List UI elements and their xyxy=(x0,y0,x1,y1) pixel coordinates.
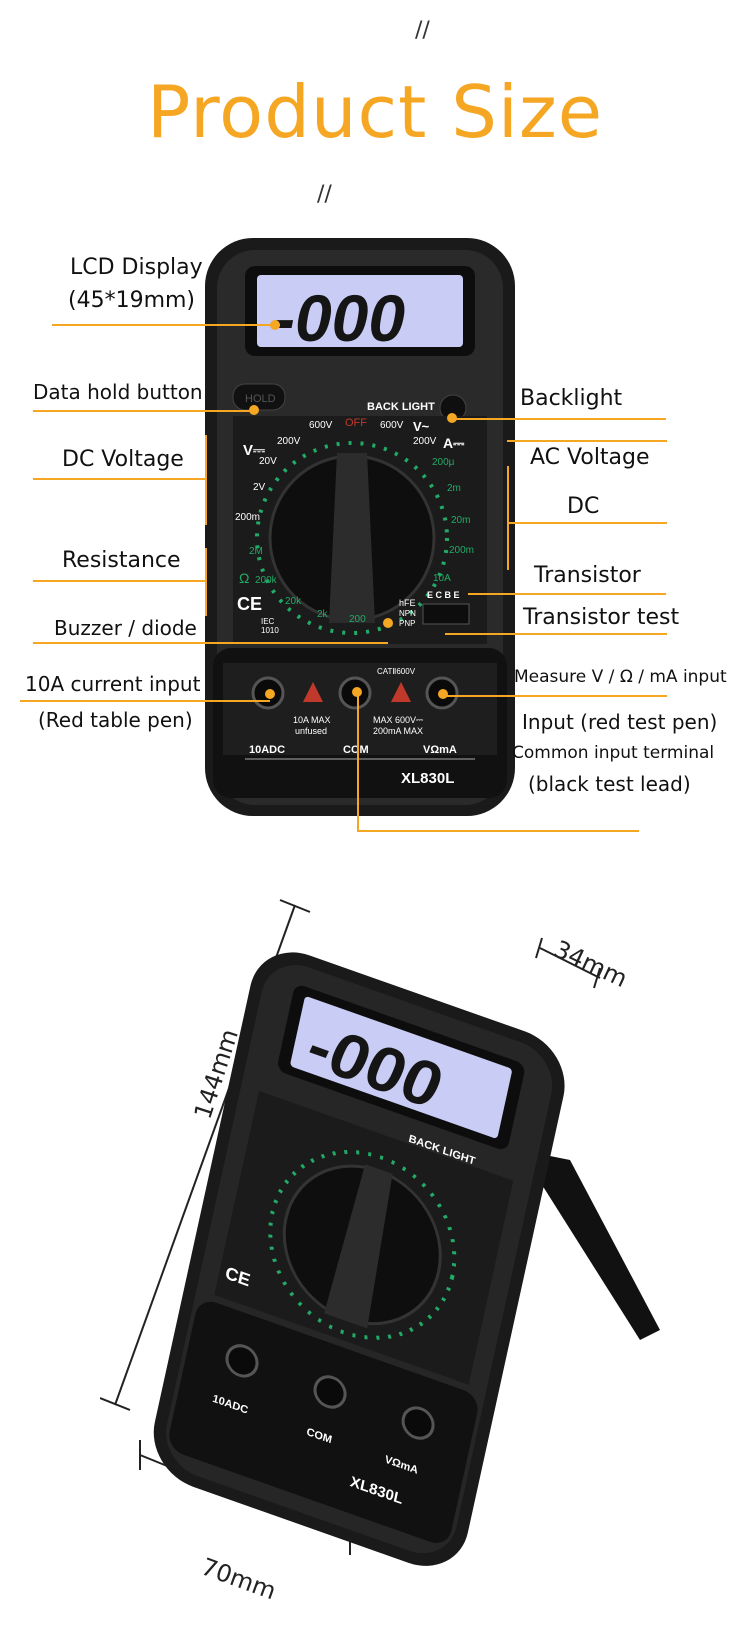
label-ac-voltage: AC Voltage xyxy=(530,445,650,470)
svg-text:MAX 600V⎓: MAX 600V⎓ xyxy=(373,715,423,725)
hold-button xyxy=(232,383,286,411)
label-buzzer: Buzzer / diode xyxy=(54,616,197,640)
svg-text:10A MAX: 10A MAX xyxy=(293,715,331,725)
svg-text:Ω: Ω xyxy=(239,570,249,586)
leader-line xyxy=(20,700,270,702)
leader-line xyxy=(357,692,359,830)
svg-text:200mA MAX: 200mA MAX xyxy=(373,726,423,736)
multimeter-front-image: -000 HOLD BACK LIGHT OFF V⎓ V~ A⎓ 600V 2… xyxy=(205,238,515,816)
leader-line xyxy=(445,633,667,635)
leader-line xyxy=(468,593,666,595)
leader-line xyxy=(52,324,280,326)
svg-text:CE: CE xyxy=(237,594,262,614)
svg-text:OFF: OFF xyxy=(345,417,367,429)
svg-text:A⎓: A⎓ xyxy=(443,435,465,451)
svg-text:E C B E: E C B E xyxy=(427,590,460,600)
leader-dot xyxy=(352,687,362,697)
svg-text:COM: COM xyxy=(343,744,369,756)
label-backlight: Backlight xyxy=(520,386,623,411)
leader-dot xyxy=(383,618,393,628)
leader-dot xyxy=(447,413,457,423)
svg-text:PNP: PNP xyxy=(399,619,415,628)
svg-text:200k: 200k xyxy=(255,575,278,586)
leader-line xyxy=(507,522,667,524)
leader-bracket xyxy=(205,435,207,525)
label-input-red: Input (red test pen) xyxy=(522,710,718,734)
svg-text:200: 200 xyxy=(349,614,366,625)
svg-text:600V: 600V xyxy=(380,420,404,431)
svg-text:BACK LIGHT: BACK LIGHT xyxy=(367,401,435,413)
label-lcd-display: LCD Display xyxy=(70,255,203,280)
svg-text:2M: 2M xyxy=(249,546,263,557)
leader-line xyxy=(33,410,255,412)
svg-text:20V: 20V xyxy=(259,456,277,467)
label-lcd-size: (45*19mm) xyxy=(68,288,196,313)
leader-bracket xyxy=(205,548,207,616)
label-resistance: Resistance xyxy=(62,548,181,573)
svg-text:200V: 200V xyxy=(277,436,301,447)
svg-text:200m: 200m xyxy=(449,545,474,556)
multimeter-angled-image: -000 BACK LIGHT CE 10ADC COM VΩmA XL830L xyxy=(100,899,660,1566)
leader-line xyxy=(33,478,205,480)
svg-text:XL830L: XL830L xyxy=(401,770,454,787)
svg-text:10A: 10A xyxy=(433,573,451,584)
decor-slash: // xyxy=(415,18,430,43)
svg-text:1010: 1010 xyxy=(261,626,279,635)
label-measure-input: Measure V / Ω / mA input xyxy=(514,667,727,687)
svg-text:hFE: hFE xyxy=(399,598,416,608)
svg-text:10ADC: 10ADC xyxy=(249,744,285,756)
svg-text:20k: 20k xyxy=(285,596,302,607)
leader-dot xyxy=(270,320,280,330)
leader-dot xyxy=(438,689,448,699)
svg-text:2m: 2m xyxy=(447,483,461,494)
svg-text:unfused: unfused xyxy=(295,726,327,736)
svg-text:200m: 200m xyxy=(235,512,260,523)
svg-text:200V: 200V xyxy=(413,436,437,447)
lcd-readout: -000 xyxy=(273,281,405,355)
svg-text:2k: 2k xyxy=(317,609,329,620)
leader-dot xyxy=(265,689,275,699)
leader-line xyxy=(443,695,667,697)
svg-text:CATⅡ600V: CATⅡ600V xyxy=(377,667,416,676)
label-dc: DC xyxy=(567,494,600,519)
svg-text:V~: V~ xyxy=(413,419,430,434)
leader-bracket xyxy=(507,466,509,570)
svg-text:20m: 20m xyxy=(451,515,470,526)
label-current-input: 10A current input xyxy=(25,672,201,696)
label-common-terminal: Common input terminal xyxy=(512,743,715,763)
leader-line xyxy=(452,418,666,420)
svg-text:VΩmA: VΩmA xyxy=(423,744,457,756)
page-title: Product Size xyxy=(146,70,604,154)
leader-line xyxy=(357,830,639,832)
leader-line xyxy=(507,440,667,442)
svg-text:IEC: IEC xyxy=(261,617,275,626)
label-data-hold: Data hold button xyxy=(33,380,203,404)
decor-slash: // xyxy=(317,182,332,207)
lcd-screen xyxy=(257,275,463,347)
label-dc-voltage: DC Voltage xyxy=(62,447,184,472)
label-black-lead: (black test lead) xyxy=(528,772,691,796)
leader-dot xyxy=(249,405,259,415)
leader-line xyxy=(33,580,205,582)
svg-text:V⎓: V⎓ xyxy=(243,442,265,459)
label-transistor-test: Transistor test xyxy=(523,605,680,630)
transistor-socket xyxy=(422,603,470,625)
label-transistor: Transistor xyxy=(534,563,641,588)
svg-text:600V: 600V xyxy=(309,420,333,431)
leader-line xyxy=(33,642,388,644)
svg-text:HOLD: HOLD xyxy=(245,393,276,405)
svg-text:2V: 2V xyxy=(253,482,266,493)
label-red-pen: (Red table pen) xyxy=(38,708,193,732)
svg-text:NPN: NPN xyxy=(399,609,416,618)
svg-text:200μ: 200μ xyxy=(432,457,455,468)
